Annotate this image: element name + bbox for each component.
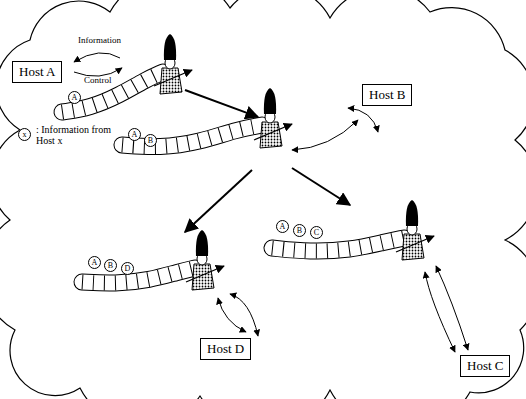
info-token: C xyxy=(310,226,323,239)
info-token: B xyxy=(144,134,157,147)
info-token: D xyxy=(121,262,134,275)
host-box: Host D xyxy=(200,338,251,360)
agent-worm xyxy=(272,200,434,260)
agent-worm xyxy=(62,34,192,112)
info-token: A xyxy=(128,128,141,141)
info-token: A xyxy=(68,91,81,104)
info-token: A xyxy=(276,220,289,233)
migration-arrows xyxy=(185,90,350,232)
host-box: Host B xyxy=(362,84,412,106)
flow-label: Control xyxy=(84,76,112,86)
info-token: A xyxy=(88,256,101,269)
host-name: Host B xyxy=(369,88,405,102)
host-name: Host C xyxy=(467,359,503,373)
host-box: Host C xyxy=(460,355,510,377)
agent-worm xyxy=(122,88,292,148)
info-token: B xyxy=(293,224,306,237)
agent-worm xyxy=(82,230,224,290)
info-token: B xyxy=(104,259,117,272)
flow-label: Information xyxy=(78,36,121,46)
legend-symbol: x xyxy=(18,128,31,141)
exchange-arrows xyxy=(74,53,468,352)
host-box: Host A xyxy=(12,61,62,83)
legend-text: : Information from Host x xyxy=(36,124,126,146)
host-name: Host D xyxy=(207,342,244,356)
host-name: Host A xyxy=(19,65,55,79)
